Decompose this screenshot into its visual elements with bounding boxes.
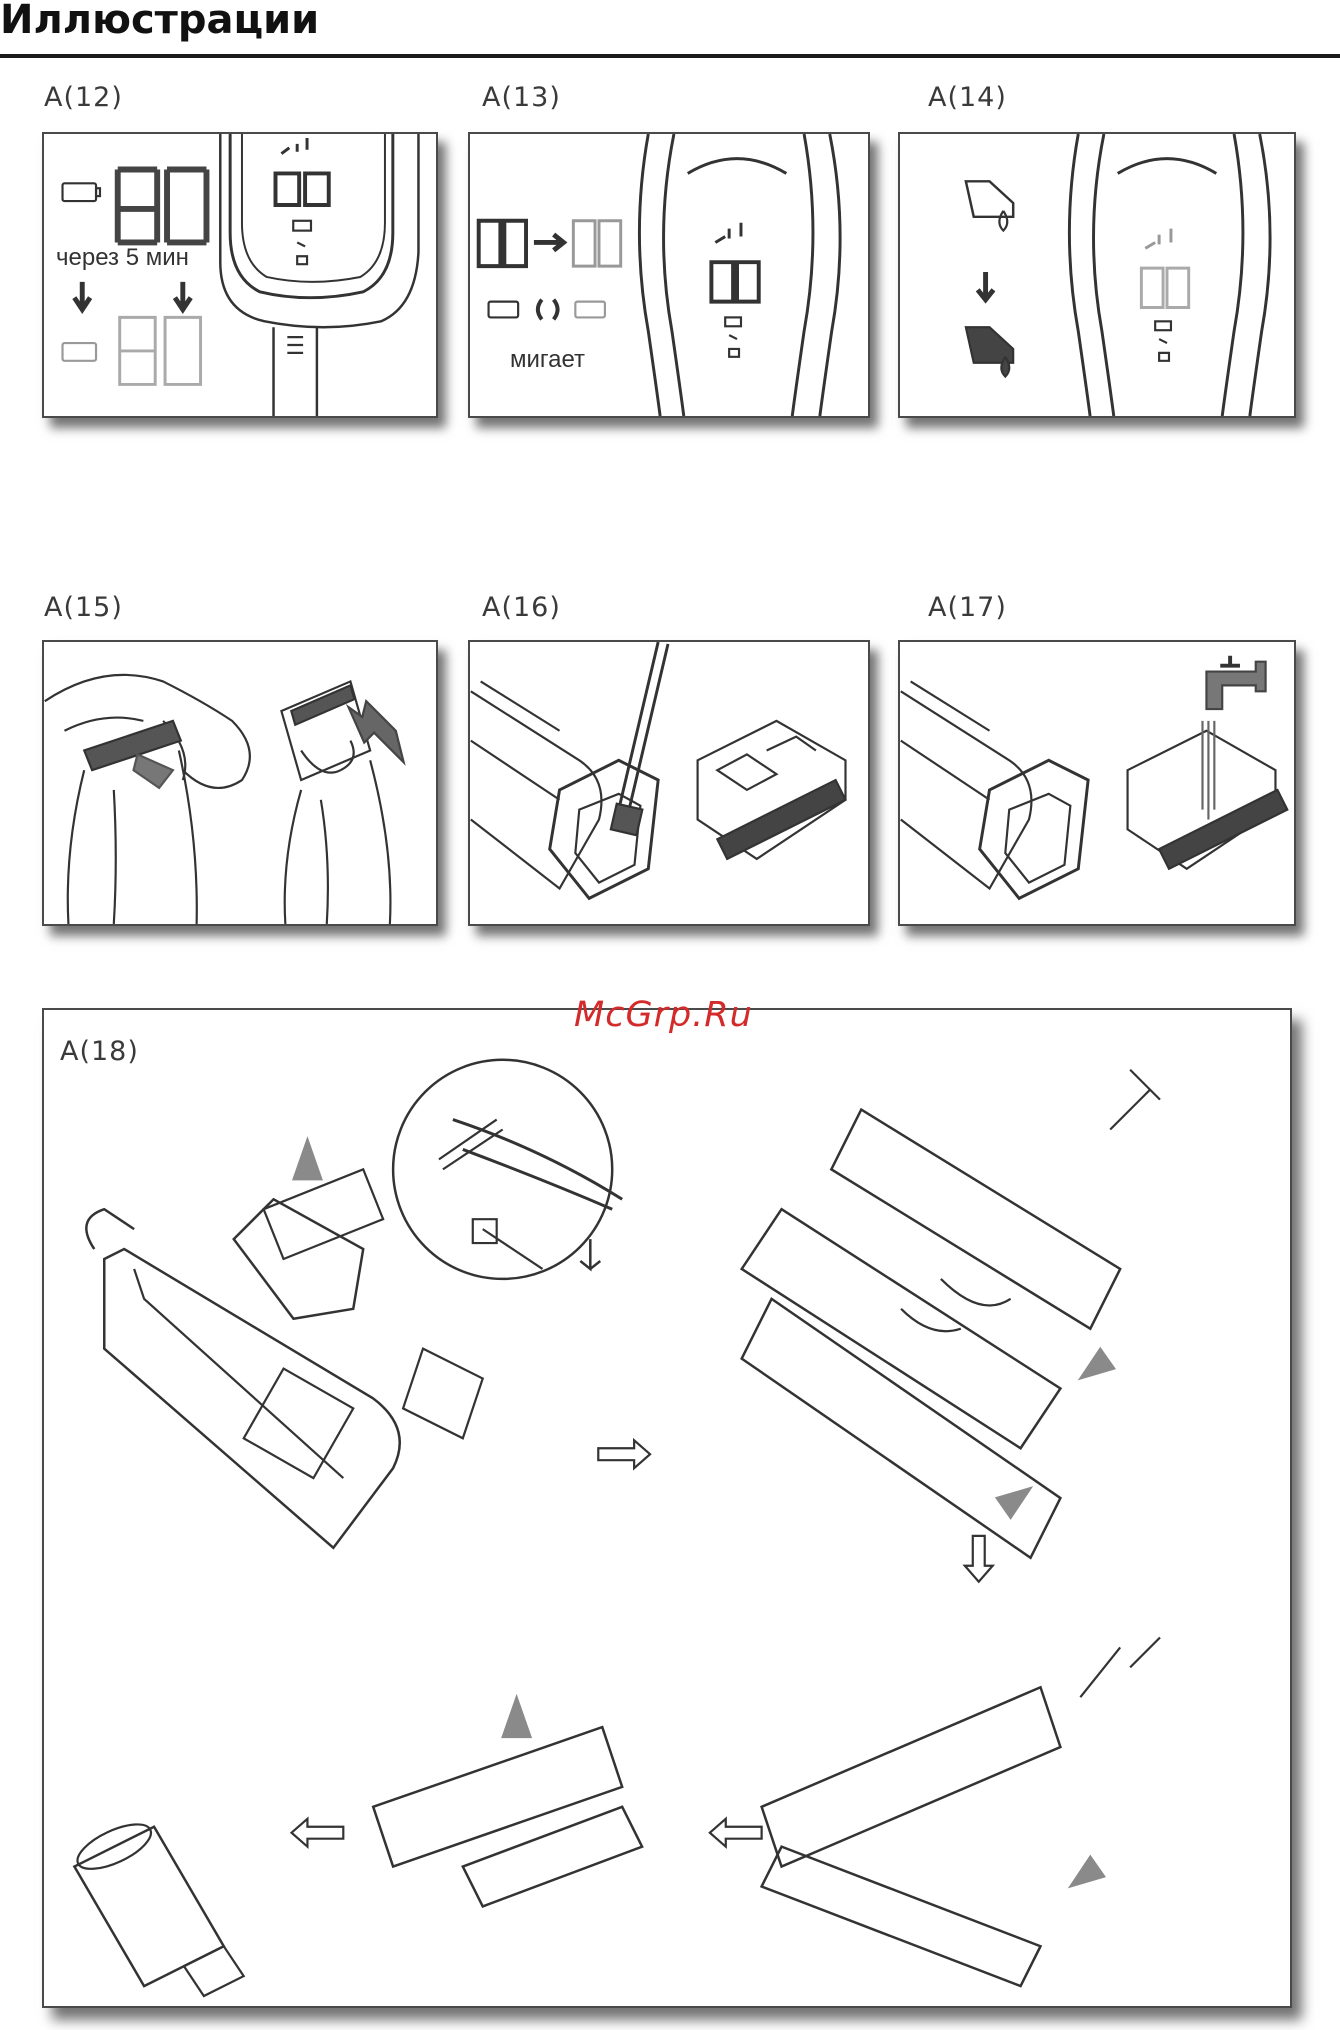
figure-a12: через 5 мин <box>42 132 438 418</box>
figure-label-a16: A(16) <box>482 592 561 623</box>
figure-a13: мигает <box>468 132 870 418</box>
figure-a17 <box>898 640 1296 926</box>
figure-a16 <box>468 640 870 926</box>
figure-a15-illustration <box>44 642 436 924</box>
figure-a17-illustration <box>900 642 1294 924</box>
figure-label-a14: A(14) <box>928 82 1007 113</box>
figure-label-a15: A(15) <box>44 592 123 623</box>
title-rule <box>0 54 1340 58</box>
figure-a18: A(18) <box>42 1008 1292 2008</box>
figure-label-a13: A(13) <box>482 82 561 113</box>
figure-a18-illustration <box>44 1010 1290 2006</box>
figure-label-a17: A(17) <box>928 592 1007 623</box>
blink-caption: мигает <box>510 346 585 374</box>
watermark: McGrp.Ru <box>574 995 753 1035</box>
page-title: Иллюстрации <box>0 0 319 40</box>
figure-a14 <box>898 132 1296 418</box>
figure-label-a12: A(12) <box>44 82 123 113</box>
figure-a14-illustration <box>900 134 1294 416</box>
figure-a15 <box>42 640 438 926</box>
oil-can-empty-icon <box>966 181 1013 216</box>
timer-caption: через 5 мин <box>56 244 189 272</box>
figure-a16-illustration <box>470 642 868 924</box>
figure-a12-illustration <box>44 134 436 416</box>
